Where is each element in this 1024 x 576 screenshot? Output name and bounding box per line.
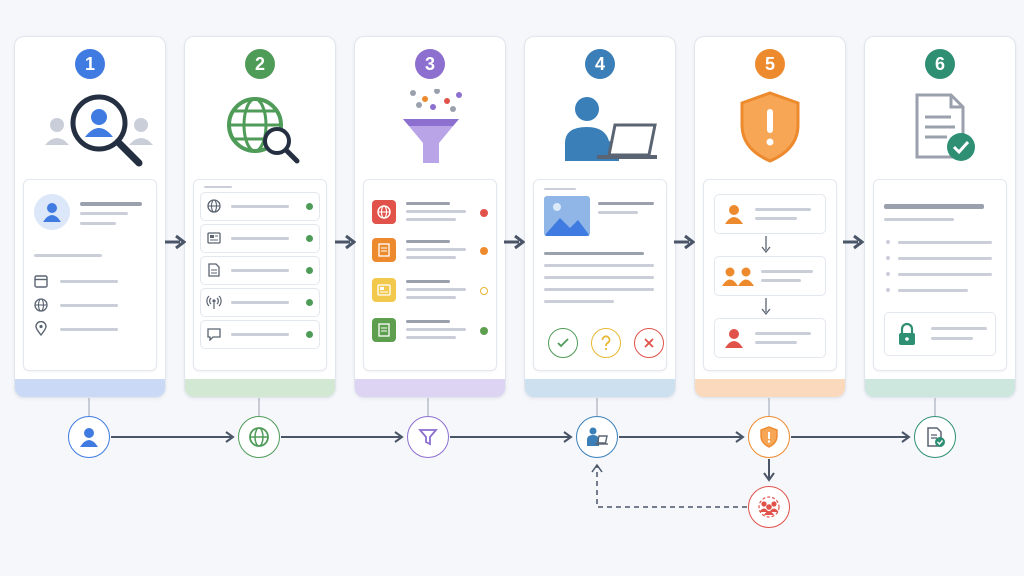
status-dot <box>306 299 313 306</box>
avatar <box>34 194 70 230</box>
document-icon <box>372 238 396 262</box>
document-icon <box>208 263 220 282</box>
globe-icon <box>34 298 48 317</box>
step-card-1: 1 <box>14 36 166 398</box>
globe-icon <box>372 200 396 224</box>
user-icon <box>723 203 745 230</box>
report-panel <box>873 179 1007 371</box>
flow-node-review <box>576 416 618 458</box>
bottom-flow-connectors <box>88 398 936 508</box>
close-icon <box>644 338 654 348</box>
funnel-icon <box>355 89 505 205</box>
flow-node-team-review <box>748 486 790 528</box>
status-dot <box>480 209 488 217</box>
list-item <box>714 256 826 296</box>
warning-shield-icon <box>760 426 778 448</box>
status-dot <box>306 235 313 242</box>
step-card-6: 6 <box>864 36 1016 398</box>
step-number-badge: 5 <box>755 49 785 79</box>
secure-record <box>884 312 996 356</box>
flow-node-globe <box>238 416 280 458</box>
step-number-badge: 3 <box>415 49 445 79</box>
filter-results-panel <box>363 179 497 371</box>
user-icon <box>80 428 98 447</box>
user-search-icon <box>15 89 165 205</box>
step-number-badge: 1 <box>75 49 105 79</box>
flow-node-report <box>914 416 956 458</box>
list-item <box>200 256 320 285</box>
right-arrow-icon <box>335 234 356 250</box>
lock-icon <box>897 322 917 351</box>
step-number-badge: 2 <box>245 49 275 79</box>
step-card-5: 5 <box>694 36 846 398</box>
status-dot <box>306 267 313 274</box>
broadcast-icon <box>206 294 222 315</box>
step-card-3: 3 <box>354 36 506 398</box>
question-button[interactable] <box>591 328 621 358</box>
down-arrow-icon <box>761 236 771 254</box>
status-dot <box>480 247 488 255</box>
source-list-panel <box>193 179 327 371</box>
step-number-badge: 4 <box>585 49 615 79</box>
checkmark-icon <box>557 338 569 348</box>
globe-icon <box>249 427 269 447</box>
right-arrow-icon <box>674 234 695 250</box>
status-dot <box>480 327 488 335</box>
chat-bubble-icon <box>207 327 221 346</box>
step-card-2: 2 <box>184 36 336 398</box>
review-panel <box>533 179 667 371</box>
right-arrow-icon <box>843 234 864 250</box>
list-item <box>200 224 320 253</box>
team-review-icon <box>758 496 780 518</box>
person-laptop-icon <box>587 427 608 446</box>
flow-node-escalation <box>748 416 790 458</box>
person-laptop-icon <box>525 89 675 205</box>
question-mark-icon <box>601 335 611 351</box>
image-thumbnail <box>544 196 590 236</box>
list-item <box>200 288 320 317</box>
group-icon <box>721 265 755 292</box>
newspaper-icon <box>207 231 221 250</box>
flow-node-filter <box>407 416 449 458</box>
location-pin-icon <box>35 320 47 341</box>
step-number-badge: 6 <box>925 49 955 79</box>
escalation-panel <box>703 179 837 371</box>
right-arrow-icon <box>504 234 525 250</box>
user-icon <box>723 327 745 354</box>
down-arrow-icon <box>761 298 771 316</box>
document-icon <box>372 318 396 342</box>
list-item <box>714 318 826 358</box>
status-dot <box>480 287 488 295</box>
status-dot <box>306 331 313 338</box>
flow-node-user <box>68 416 110 458</box>
step-card-4: 4 <box>524 36 676 398</box>
list-item <box>200 320 320 349</box>
list-item <box>200 192 320 221</box>
reject-button[interactable] <box>634 328 664 358</box>
globe-icon <box>207 199 221 218</box>
right-arrow-icon <box>165 234 186 250</box>
funnel-icon <box>418 429 438 446</box>
document-check-icon <box>865 89 1015 205</box>
document-check-icon <box>927 427 945 447</box>
calendar-icon <box>34 274 48 293</box>
globe-search-icon <box>185 89 335 205</box>
warning-shield-icon <box>695 89 845 205</box>
newspaper-icon <box>372 278 396 302</box>
approve-button[interactable] <box>548 328 578 358</box>
status-dot <box>306 203 313 210</box>
list-item <box>714 194 826 234</box>
profile-panel <box>23 179 157 371</box>
